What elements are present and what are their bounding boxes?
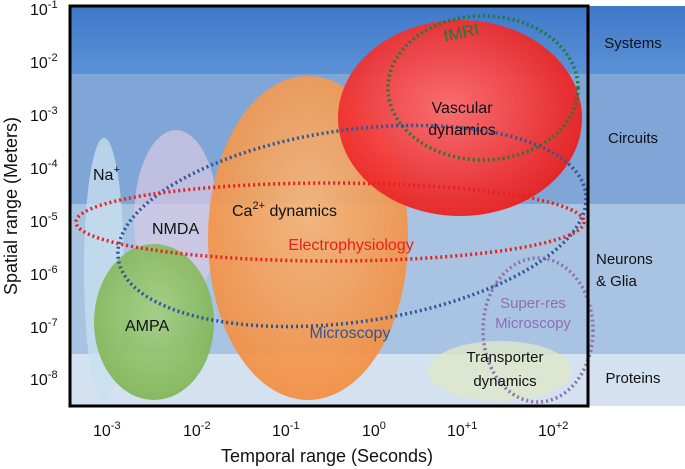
band-label-proteins: Proteins [605, 370, 660, 387]
y-tick: 10-3 [30, 105, 58, 125]
ampa-label: AMPA [125, 318, 169, 335]
y-tick: 10-4 [30, 158, 58, 178]
na-label: Na+ [93, 164, 120, 184]
band-label-neurons-line1: Neurons [596, 251, 653, 268]
transporter-region [428, 341, 572, 401]
x-tick: 10+2 [538, 420, 568, 440]
electrophysiology-outline [74, 181, 586, 263]
vascular-label-line2: dynamics [428, 122, 496, 139]
superres-label-line2: Microscopy [495, 315, 571, 332]
y-tick: 10-7 [30, 317, 58, 337]
x-tick: 10+1 [447, 420, 477, 440]
vascular-label-line1: Vascular [431, 100, 493, 117]
transporter-label-line2: dynamics [473, 373, 536, 390]
y-tick: 10-1 [30, 0, 58, 19]
vascular-region [338, 20, 582, 216]
electrophysiology-label: Electrophysiology [288, 237, 413, 254]
x-tick-labels: 10-3 10-2 10-1 100 10+1 10+2 [93, 420, 568, 440]
fmri-outline [386, 14, 580, 162]
y-tick: 10-2 [30, 52, 58, 72]
x-tick: 100 [362, 420, 386, 440]
microscopy-label: Microscopy [310, 325, 391, 342]
band-label-neurons-line2: & Glia [596, 273, 638, 290]
superres-label-line1: Super-res [500, 295, 566, 312]
band-label-systems: Systems [604, 35, 662, 52]
y-tick: 10-6 [30, 264, 58, 284]
superres-outline [481, 256, 595, 404]
x-tick: 10-1 [272, 420, 300, 440]
nmda-label: NMDA [152, 221, 199, 238]
microscopy-outline [116, 123, 588, 329]
y-tick: 10-8 [30, 369, 58, 389]
y-axis-title: Spatial range (Meters) [1, 117, 21, 295]
plot-frame [68, 4, 590, 408]
transporter-label-line1: Transporter [467, 349, 544, 366]
y-tick-labels: 10-1 10-2 10-3 10-4 10-5 10-6 10-7 10-8 [30, 0, 58, 389]
x-tick: 10-3 [93, 420, 121, 440]
x-tick: 10-2 [183, 420, 211, 440]
band-label-circuits: Circuits [608, 130, 658, 147]
y-tick: 10-5 [30, 211, 58, 231]
x-axis-title: Temporal range (Seconds) [221, 446, 433, 466]
calcium-label: Ca2+ dynamics [232, 200, 337, 220]
ampa-region [94, 244, 214, 400]
